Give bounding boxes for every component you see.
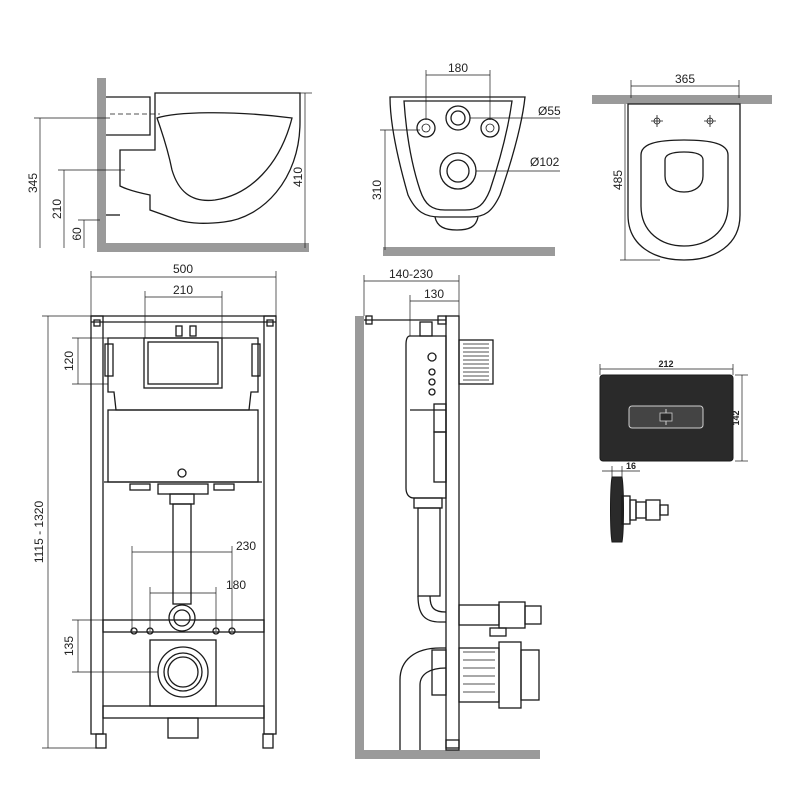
floor-rear (383, 247, 555, 256)
flush-plate-view: 212 142 16 (599, 359, 748, 543)
dim-345: 345 (26, 173, 40, 193)
wall-side (355, 316, 364, 756)
dim-130: 130 (424, 287, 444, 301)
dim-d102: Ø102 (530, 155, 560, 169)
dim-180-frame: 180 (226, 578, 246, 592)
dim-365: 365 (675, 72, 695, 86)
dim-500: 500 (173, 262, 193, 276)
dim-212: 212 (658, 359, 673, 369)
wall-vertical (97, 78, 106, 248)
frame-side-view: 140-230 130 (355, 267, 542, 759)
dim-485: 485 (611, 170, 625, 190)
dim-410: 410 (291, 167, 305, 187)
dim-16: 16 (626, 461, 636, 471)
dim-1115-1320: 1115 - 1320 (32, 501, 46, 564)
dim-230: 230 (236, 539, 256, 553)
dim-210-frame: 210 (173, 283, 193, 297)
dim-180-rear: 180 (448, 61, 468, 75)
floor (97, 243, 309, 252)
wall-top (592, 95, 772, 104)
dim-142: 142 (731, 410, 741, 425)
toilet-rear-view: 180 Ø55 Ø102 310 (370, 61, 561, 256)
frame-front-view: 500 210 120 1115 - 1320 230 180 135 (32, 262, 277, 749)
dim-140-230: 140-230 (389, 267, 433, 281)
toilet-top-view: 365 485 (592, 72, 772, 261)
dim-120: 120 (62, 351, 76, 371)
dim-d55: Ø55 (538, 104, 561, 118)
dim-135: 135 (62, 636, 76, 656)
dim-210: 210 (50, 199, 64, 219)
dim-310: 310 (370, 180, 384, 200)
toilet-side-view: 345 210 60 410 (26, 78, 312, 252)
dim-60: 60 (70, 227, 84, 241)
floor-side (355, 750, 540, 759)
